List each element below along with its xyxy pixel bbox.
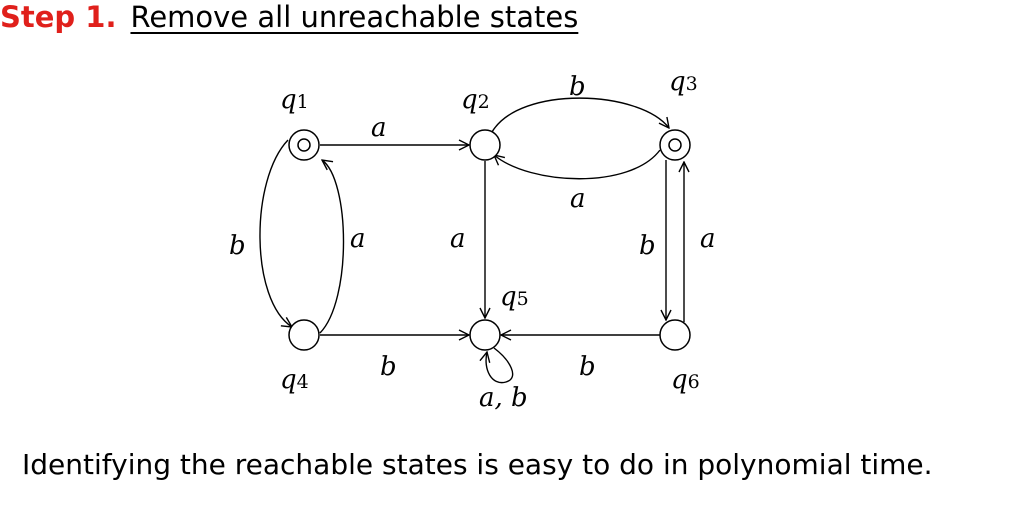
label-q4-q5: b [380,352,397,382]
state-label-q5: q5 [500,282,529,312]
label-q6-q5: b [579,352,596,382]
state-q3 [659,129,691,161]
label-q2-q3: b [569,72,586,102]
label-q1-q4: b [229,231,246,261]
label-q1-q2: a [371,113,387,143]
state-q4 [288,319,320,351]
edge-q1-q4 [259,139,292,327]
state-label-q1: q1 [280,85,309,115]
heading-title: Remove all unreachable states [130,0,579,34]
label-q6-q3: a [700,224,716,254]
edge-q4-q1 [319,160,345,334]
state-q5 [469,319,501,351]
slide-heading: Step 1. Remove all unreachable states [0,0,578,40]
edge-q2-q3 [491,97,669,133]
state-q6 [659,319,691,351]
state-label-q3: q3 [669,67,698,97]
label-q3-q6: b [639,231,656,261]
state-label-q4: q4 [280,365,309,395]
state-q1 [288,129,320,161]
state-label-q6: q6 [671,365,700,395]
label-q4-q1: a [350,224,366,254]
edge-q3-q2 [494,149,661,180]
edge-q5-self-loop [486,347,514,384]
label-q2-q5: a [450,224,466,254]
caption-text: Identifying the reachable states is easy… [22,448,933,481]
label-q5-loop: a, b [479,383,528,413]
state-q2 [469,129,501,161]
step-label: Step 1. [0,0,117,34]
state-label-q2: q2 [461,85,490,115]
label-q3-q2: a [570,184,586,214]
